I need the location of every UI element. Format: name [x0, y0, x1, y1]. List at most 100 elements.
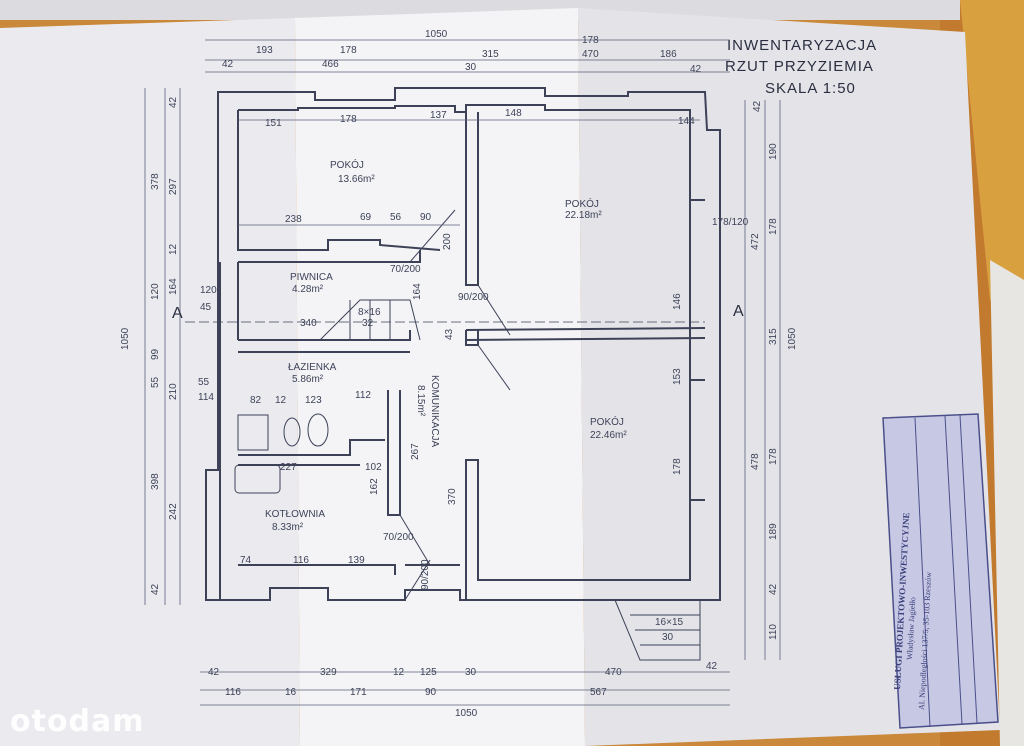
dimension-label: 227: [280, 462, 297, 473]
shower-icon: [237, 414, 269, 451]
toilet-icon: [283, 417, 301, 447]
dimension-label: 69: [360, 212, 372, 223]
stamp-owner: Władysław Jagiełło: [905, 597, 917, 660]
dimension-label: 12: [393, 667, 405, 678]
dimensions-top: 1050 193 178 315 178 186 42 466 30 470 4…: [222, 29, 702, 129]
dimension-label: 470: [582, 49, 599, 60]
dimension-label: 30: [662, 632, 674, 643]
bathroom-fixtures: [234, 413, 329, 494]
dimension-label: 370: [447, 488, 458, 505]
dimension-label: 42: [208, 667, 220, 678]
dimension-label: 70/200: [390, 264, 421, 275]
dimension-label: 178: [768, 218, 779, 235]
dimension-label: 210: [168, 383, 179, 400]
room-name: PIWNICA: [290, 272, 333, 283]
dimension-label: 45: [200, 302, 212, 313]
dimension-label: 242: [168, 503, 179, 520]
paper-top-edge: [0, 0, 960, 20]
room-name: KOTŁOWNIA: [265, 509, 325, 520]
title-line-1: INWENTARYZACJA: [727, 37, 877, 54]
dimension-label: 90/200: [458, 292, 489, 303]
dimension-label: 189: [768, 523, 779, 540]
dimension-label: 470: [605, 667, 622, 678]
dimension-label: 340: [300, 318, 317, 329]
room-area: 13.66m²: [338, 174, 375, 185]
dimensions-bottom: 42 329 12 125 30 470 42 116 16 171 90 56…: [208, 661, 718, 719]
dimension-label: 90: [420, 212, 432, 223]
walls: [205, 87, 721, 601]
dimension-label: 164: [412, 283, 423, 300]
dimension-label: 378: [150, 173, 161, 190]
sink-icon: [307, 413, 329, 447]
dimension-lines: [144, 39, 781, 706]
dimension-label: 1050: [120, 327, 131, 350]
dimension-label: 478: [750, 453, 761, 470]
dimension-label: 112: [355, 390, 371, 401]
dimension-label: 178: [582, 35, 599, 46]
title-block-stamp: USŁUGI PROJEKTOWO-INWESTYCYJNE Władysław…: [882, 413, 999, 729]
watermark-logo: otodam: [10, 704, 145, 739]
section-mark-right: A: [733, 303, 744, 320]
dimension-label: 42: [768, 583, 779, 595]
room-name: POKÓJ: [590, 415, 624, 428]
section-mark-left: A: [172, 305, 183, 322]
dimension-label: 200: [442, 233, 453, 250]
paper-left-panel: [0, 18, 300, 746]
dimension-label: 12: [275, 395, 287, 406]
fabric-background: [960, 0, 1024, 330]
dimension-label: 238: [285, 214, 302, 225]
dimension-label: 137: [430, 110, 447, 121]
dimension-label: 82: [250, 395, 262, 406]
dimension-label: 8×16: [358, 307, 381, 318]
dimension-label: 139: [348, 555, 365, 566]
room-area: 5.86m²: [292, 374, 324, 385]
dimension-label: 178: [768, 448, 779, 465]
dimension-label: 120: [200, 285, 217, 296]
dimension-label: 186: [660, 49, 677, 60]
dimensions-right: 42 190 472 178 315 1050 478 178 189 42 1…: [750, 100, 798, 640]
dimension-label: 56: [390, 212, 402, 223]
dimension-label: 329: [320, 667, 337, 678]
dimension-label: 1050: [425, 29, 448, 40]
dimension-label: 12: [168, 243, 179, 255]
dimension-label: 567: [590, 687, 607, 698]
dimension-label: 153: [672, 368, 683, 385]
dimension-label: 193: [256, 45, 273, 56]
dimension-label: 90: [425, 687, 437, 698]
drawing-scale: SKALA 1:50: [765, 80, 856, 97]
dimension-label: 190: [768, 143, 779, 160]
dimensions-left: 1050 42 378 297 12 120 164 99 55 210 398…: [120, 96, 217, 595]
dimension-label: 178/120: [712, 217, 749, 228]
paper-stack: [990, 260, 1024, 746]
dimension-label: 110: [768, 624, 779, 640]
dimension-label: 43: [444, 328, 455, 340]
dimension-label: 164: [168, 278, 179, 295]
room-area: 22.46m²: [590, 430, 627, 441]
dimension-label: 315: [768, 328, 779, 345]
dimension-label: 70/200: [383, 532, 414, 543]
dimension-label: 30: [465, 62, 477, 73]
dimension-label: 32: [362, 318, 374, 329]
dimension-label: 74: [240, 555, 252, 566]
dimension-label: 171: [350, 687, 367, 698]
dimension-label: 42: [222, 59, 234, 70]
room-labels: POKÓJ 13.66m² POKÓJ 22.18m² PIWNICA 4.28…: [265, 158, 627, 533]
dimension-label: 297: [168, 178, 179, 195]
dimension-label: 178: [340, 114, 357, 125]
room-area: 8.33m²: [272, 522, 304, 533]
paper-middle-panel: [295, 8, 585, 746]
dimension-label: 315: [482, 49, 499, 60]
room-area: 4.28m²: [292, 284, 324, 295]
dimension-label: 16: [285, 687, 297, 698]
dimension-label: 42: [706, 661, 718, 672]
room-name: POKÓJ: [565, 197, 599, 210]
dimension-label: 466: [322, 59, 339, 70]
dimension-label: 267: [410, 443, 421, 460]
dimension-label: 398: [150, 473, 161, 490]
dimension-label: 148: [505, 108, 522, 119]
dimension-label: 42: [168, 96, 179, 108]
drawing-title: INWENTARYZACJA RZUT PRZYZIEMIA SKALA 1:5…: [725, 37, 877, 97]
dimension-label: 123: [305, 395, 322, 406]
dimension-label: 125: [420, 667, 437, 678]
